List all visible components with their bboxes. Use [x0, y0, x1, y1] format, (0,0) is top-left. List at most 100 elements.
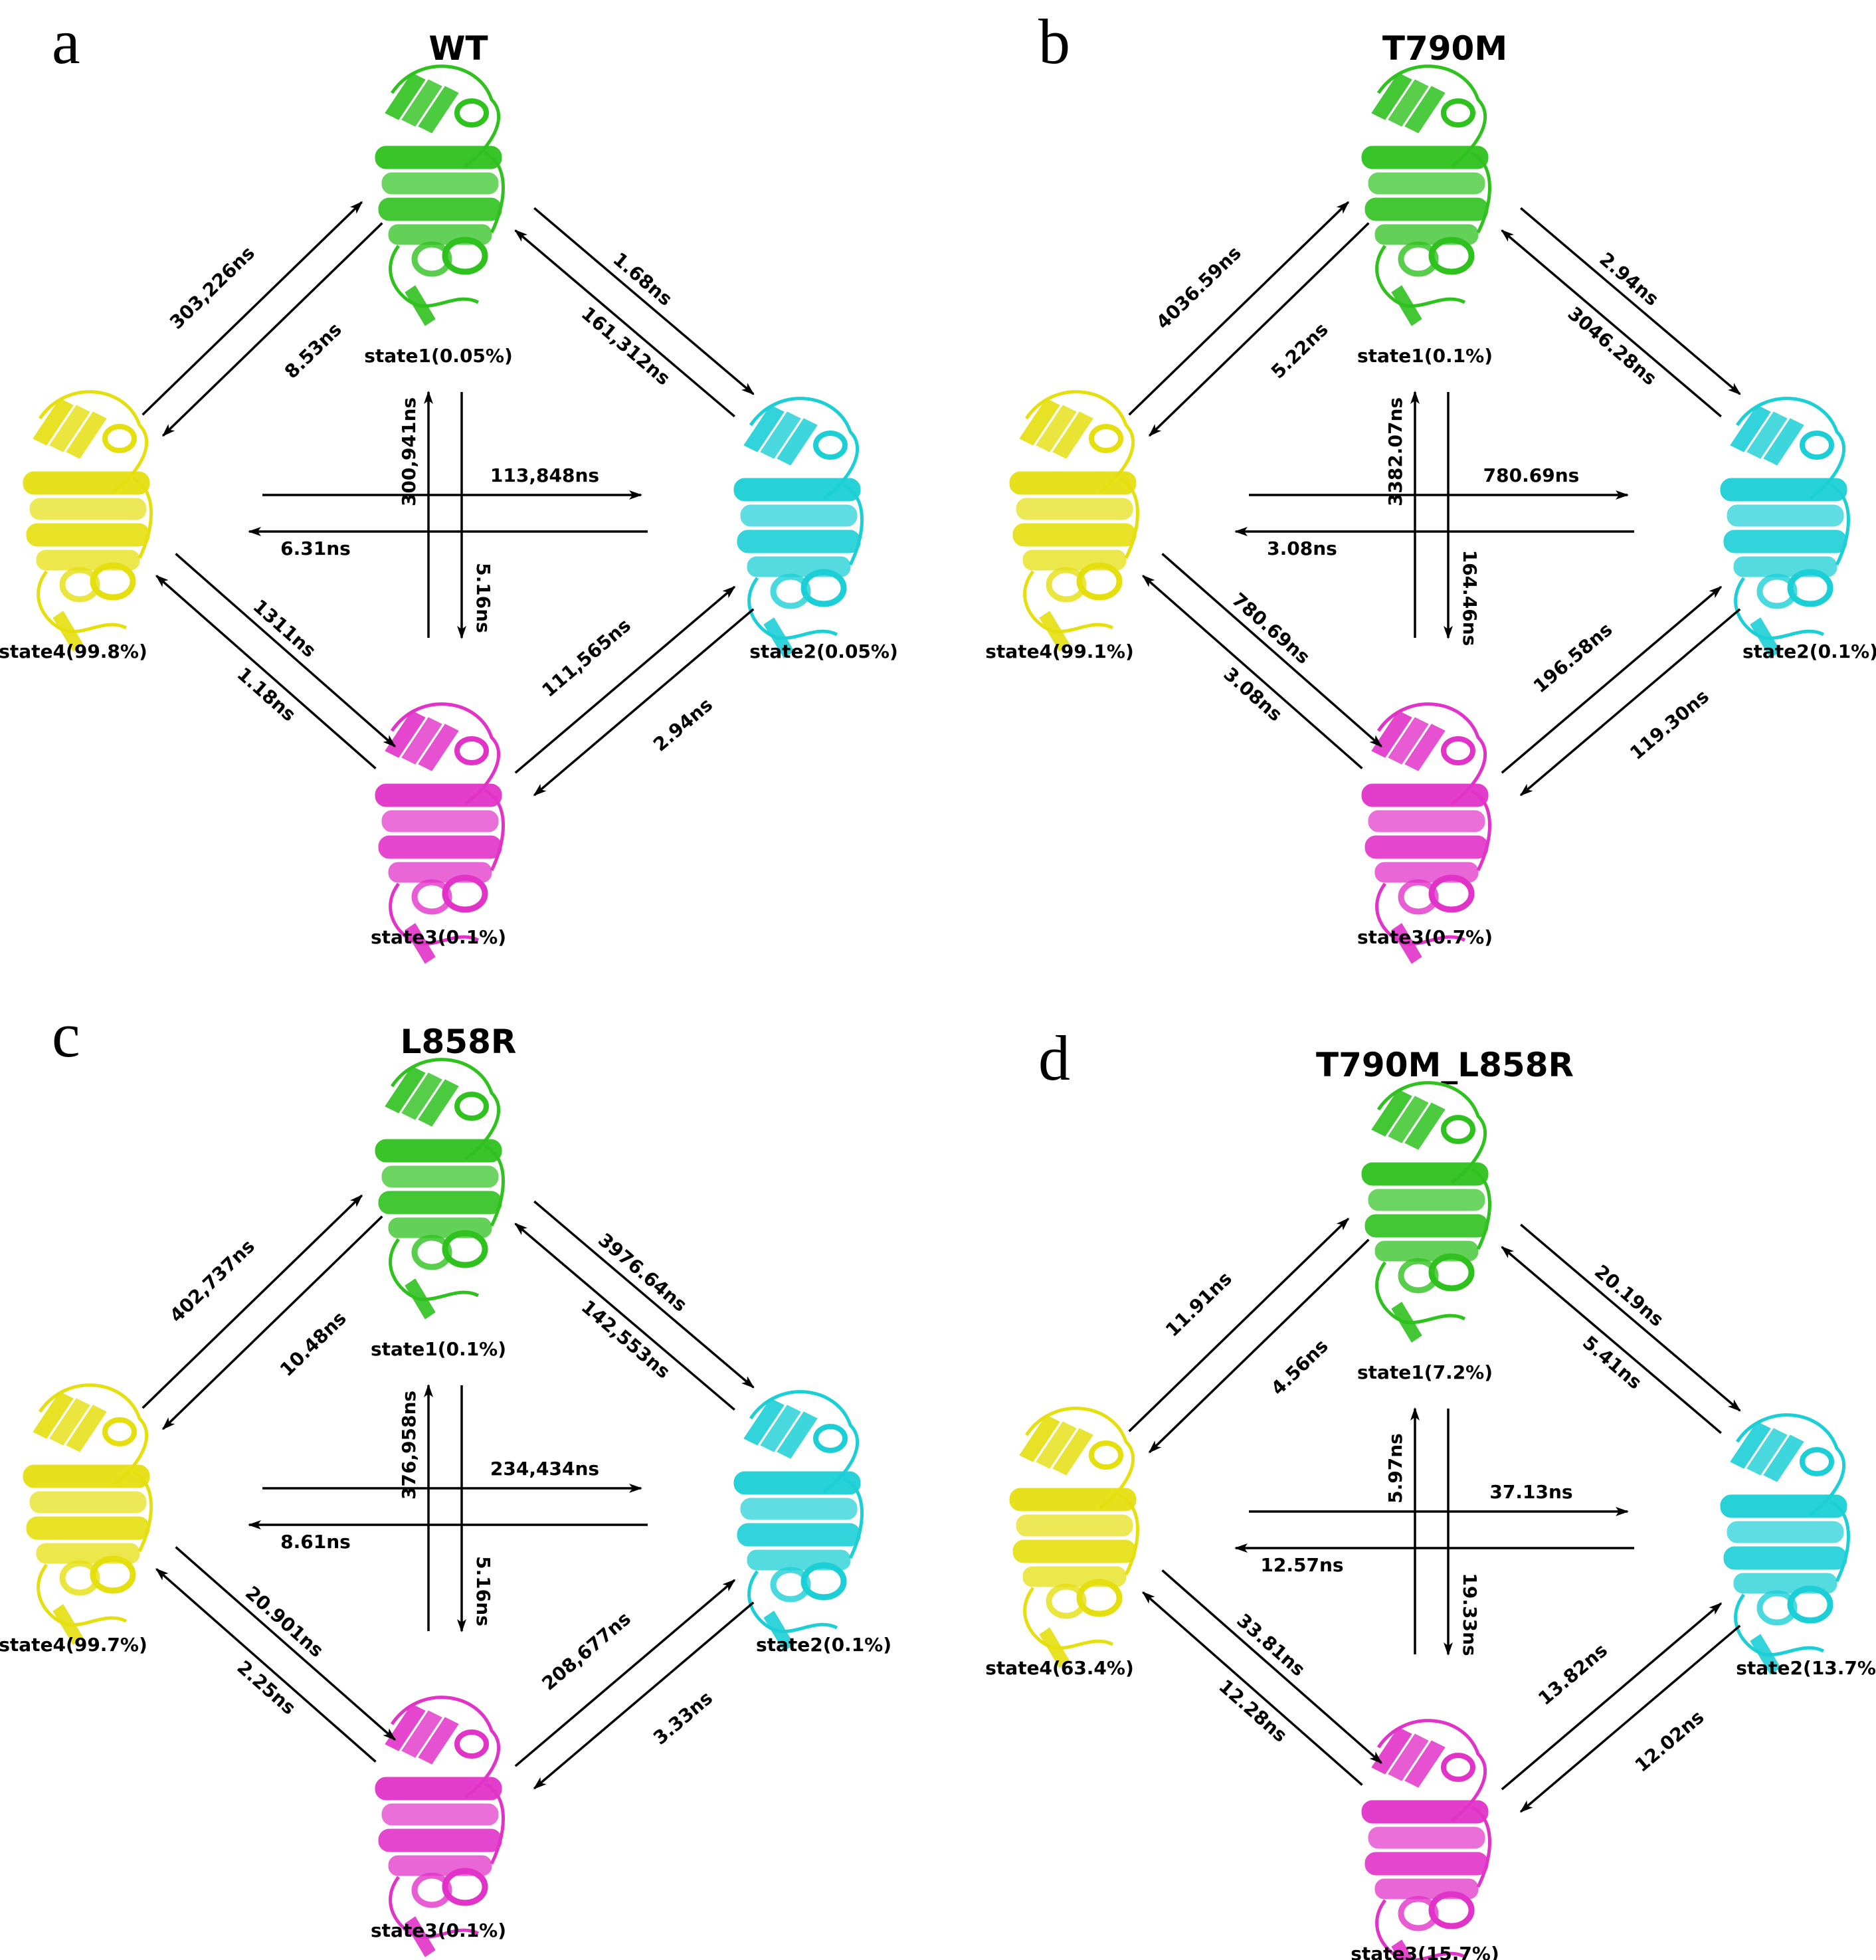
transition-arrow-s3_s2 [1501, 1602, 1723, 1791]
transition-arrow-s1_s2 [533, 1200, 755, 1389]
rate-label-s4_s1: 4036.59ns [1152, 242, 1246, 334]
transition-arrow-s2_s3 [1519, 608, 1741, 797]
protein-structure-s1 [1362, 66, 1490, 326]
panel-title: T790M [1382, 29, 1507, 68]
rate-label-s4_s2: 37.13ns [1489, 1481, 1572, 1503]
panel-b: b T790M state1(0.1%) state2(0.1%) state3(0.7… [985, 6, 1876, 963]
transition-arrow-s3_s4 [1141, 575, 1363, 769]
rate-label-s2_s4: 6.31ns [280, 538, 351, 559]
panel-letter: b [1038, 6, 1070, 77]
rate-label-s4_s2: 234,434ns [490, 1458, 599, 1480]
state2-label: state2(13.7%) [1736, 1657, 1876, 1679]
state3-label: state3(15.7%) [1351, 1943, 1499, 1960]
state1-label: state1(0.05%) [364, 345, 513, 367]
rate-label-s2_s3: 2.94ns [649, 694, 717, 756]
panel-title: WT [428, 29, 488, 68]
transition-arrow-s4_s3 [1161, 1569, 1383, 1764]
transition-arrow-s1_s2 [1520, 207, 1741, 395]
panel-letter: d [1038, 1023, 1070, 1094]
transition-arrow-s3_s4 [155, 1568, 377, 1763]
protein-structure-s3 [375, 1698, 504, 1957]
transition-arrow-s4_s1 [1128, 1217, 1350, 1432]
transition-arrow-s2_s3 [533, 1601, 755, 1790]
rate-label-s3_s4: 12.28ns [1214, 1675, 1291, 1746]
protein-structure-s4 [1010, 392, 1138, 651]
rate-label-s4_s2: 113,848ns [490, 464, 599, 486]
rate-label-s1_s4: 5.22ns [1267, 318, 1333, 383]
state2-label: state2(0.05%) [749, 640, 898, 662]
state2-label: state2(0.1%) [1742, 640, 1876, 662]
protein-structure-s3 [1362, 704, 1490, 963]
rate-label-s1_s3: 164.46ns [1459, 550, 1481, 646]
transition-arrow-s2_s1 [1501, 229, 1722, 418]
state1-label: state1(7.2%) [1357, 1361, 1493, 1383]
transition-arrow-s4_s1 [141, 201, 363, 416]
state1-label: state1(0.1%) [371, 1338, 506, 1360]
transition-arrow-s1_s2 [533, 207, 755, 395]
transition-arrow-s3_s2 [1501, 585, 1723, 774]
protein-structure-s3 [375, 704, 504, 963]
rate-label-s1_s2: 20.19ns [1590, 1260, 1668, 1331]
transition-arrow-s3_s4 [1141, 1591, 1363, 1786]
rate-label-s2_s4: 3.08ns [1267, 538, 1337, 559]
transition-arrow-s1_s4 [161, 222, 383, 437]
rate-label-s4_s1: 303,226ns [165, 242, 259, 334]
protein-structure-s4 [23, 392, 151, 651]
rate-label-s3_s2: 208,677ns [537, 1607, 635, 1694]
state3-label: state3(0.7%) [1357, 926, 1493, 948]
rate-label-s3_s1: 3382.07ns [1384, 397, 1406, 506]
transition-arrow-s3_s2 [514, 585, 736, 774]
transition-arrow-s2_s1 [1501, 1246, 1722, 1434]
transition-arrow-s4_s3 [1161, 553, 1383, 747]
protein-structure-s4 [23, 1385, 151, 1644]
protein-structure-s1 [375, 66, 504, 326]
state1-label: state1(0.1%) [1357, 345, 1493, 367]
protein-structure-s2 [734, 399, 862, 658]
transition-arrow-s2_s1 [514, 229, 735, 418]
state3-label: state3(0.1%) [371, 1919, 506, 1941]
transition-arrow-s1_s2 [1520, 1223, 1741, 1412]
transition-arrow-s3_s4 [155, 575, 377, 769]
rate-label-s1_s3: 19.33ns [1459, 1573, 1481, 1656]
rate-label-s4_s1: 402,737ns [165, 1235, 259, 1327]
rate-label-s1_s4: 8.53ns [280, 318, 346, 383]
transition-arrow-s4_s3 [175, 1546, 397, 1741]
protein-structure-s2 [1721, 399, 1849, 658]
transition-arrow-s1_s4 [1148, 1238, 1370, 1454]
rate-label-s3_s2: 111,565ns [537, 614, 635, 701]
rate-label-s1_s3: 5.16ns [472, 1556, 494, 1626]
rate-label-s1_s4: 4.56ns [1267, 1335, 1333, 1399]
protein-structure-s1 [1362, 1083, 1490, 1342]
rate-label-s4_s1: 11.91ns [1161, 1268, 1236, 1341]
rate-label-s4_s3: 780.69ns [1228, 589, 1314, 668]
state3-label: state3(0.1%) [371, 926, 506, 948]
protein-structure-s4 [1010, 1409, 1138, 1668]
panel-letter: a [52, 6, 80, 77]
state4-label: state4(99.1%) [985, 640, 1134, 662]
rate-label-s2_s3: 119.30ns [1626, 685, 1713, 764]
rate-label-s3_s1: 5.97ns [1384, 1433, 1406, 1504]
protein-structure-s1 [375, 1060, 504, 1319]
rate-label-s1_s4: 10.48ns [276, 1307, 351, 1381]
rate-label-s2_s4: 12.57ns [1260, 1554, 1343, 1576]
rate-label-s2_s3: 3.33ns [649, 1687, 717, 1749]
rate-label-s3_s2: 13.82ns [1534, 1639, 1612, 1710]
rate-label-s4_s2: 780.69ns [1483, 464, 1580, 486]
rate-label-s3_s1: 376,958ns [398, 1391, 420, 1500]
protein-structure-s3 [1362, 1721, 1490, 1960]
panel-letter: c [52, 999, 80, 1070]
rate-label-s1_s3: 5.16ns [472, 563, 494, 633]
transition-arrow-s2_s3 [533, 608, 755, 797]
panel-d: d T790M_L858R state1(7.2%) state2(13.7%) sta… [985, 1023, 1876, 1960]
transition-arrow-s4_s3 [175, 553, 397, 747]
transition-arrow-s1_s4 [1148, 222, 1370, 437]
protein-structure-s2 [734, 1392, 862, 1651]
rate-label-s2_s3: 12.02ns [1631, 1706, 1709, 1777]
transition-arrow-s4_s1 [1128, 201, 1350, 416]
rate-label-s4_s3: 33.81ns [1232, 1609, 1309, 1680]
panel-title: L858R [401, 1023, 517, 1061]
rate-label-s2_s4: 8.61ns [280, 1531, 351, 1553]
panel-title: T790M_L858R [1316, 1046, 1574, 1084]
transition-arrow-s3_s2 [514, 1579, 736, 1767]
